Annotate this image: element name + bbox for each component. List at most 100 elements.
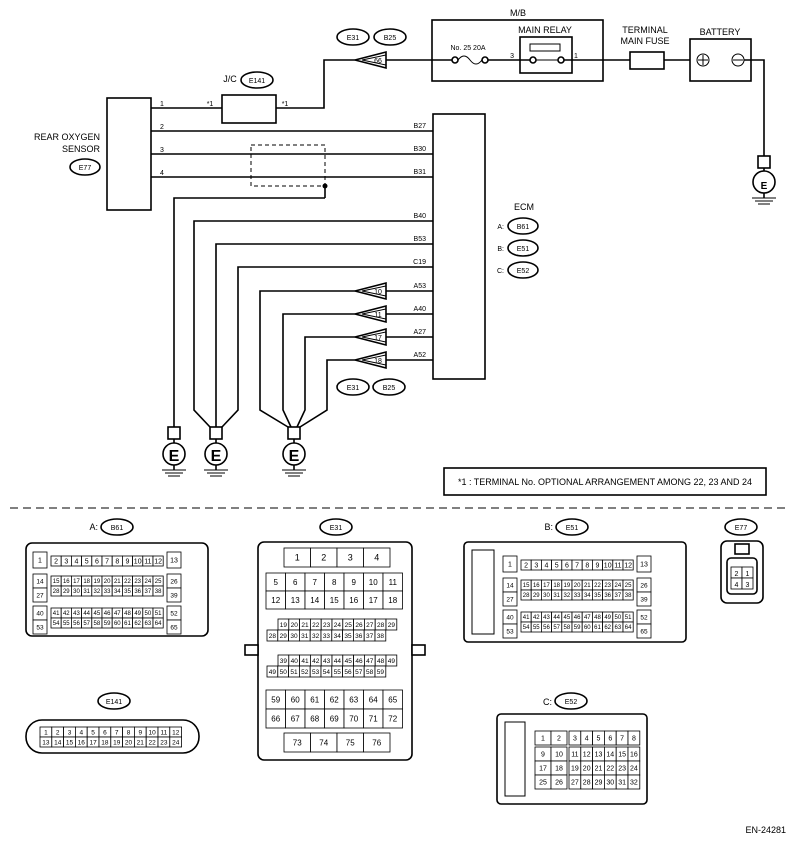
connector-pin-number: 28: [377, 622, 385, 629]
connector-pin-number: 7: [115, 729, 119, 736]
connector-pin-number: 63: [349, 695, 358, 704]
connector-pin-number: 25: [155, 579, 162, 585]
connector-pin-number: 43: [323, 658, 331, 665]
connector-pin-number: 26: [640, 582, 648, 589]
connector-pin: [382, 590, 403, 610]
ground-icon-ecm-1: E: [204, 426, 228, 477]
connector-pin-number: 6: [565, 562, 569, 569]
connector-pin-number: 56: [73, 621, 80, 627]
svg-text:B53: B53: [414, 236, 427, 243]
connector-pin-number: 1: [44, 729, 48, 736]
svg-text:E31: E31: [330, 525, 343, 532]
connector-pin-number: 49: [604, 615, 611, 621]
connector-pin-number: 63: [145, 621, 152, 627]
svg-text:E: E: [289, 448, 300, 465]
svg-text:E52: E52: [565, 699, 578, 706]
connector-pin: [636, 555, 652, 573]
conn-tag-c-e52: [554, 692, 588, 710]
jc-label: J/C: [223, 74, 237, 84]
connector-pin-number: 16: [63, 579, 70, 585]
connector-pin-number: 15: [66, 739, 74, 746]
connector-pin-number: 32: [312, 633, 320, 640]
rear-oxygen-sensor: [106, 97, 152, 211]
connector-pin-number: 53: [312, 669, 320, 676]
connector-pin-number: 21: [595, 765, 603, 772]
connector-pin-number: 20: [104, 579, 111, 585]
connector-pin-number: 47: [366, 658, 374, 665]
connector-pin-number: 65: [640, 628, 648, 635]
connector-pin-number: 7: [313, 578, 318, 587]
svg-text:B25: B25: [383, 385, 396, 392]
connector-pin-number: 27: [36, 592, 44, 599]
fuse-symbol: [457, 55, 483, 65]
connector-pin-number: 43: [543, 615, 550, 621]
connector-pin-number: 23: [618, 765, 626, 772]
connector-pin-number: 58: [94, 621, 101, 627]
connector-pin-number: 61: [124, 621, 131, 627]
svg-text:C:: C:: [543, 697, 552, 707]
connector-pin-number: 9: [126, 558, 130, 565]
connector-pin: [166, 619, 182, 635]
main-relay-box: [519, 36, 573, 74]
connector-pin-number: 41: [523, 615, 530, 621]
connector-pin-number: 18: [553, 583, 560, 589]
connector-pin-number: 35: [124, 589, 131, 595]
connector-pin-number: 14: [506, 582, 514, 589]
connector-pin-number: 49: [388, 658, 396, 665]
connector-pin-number: 57: [355, 669, 363, 676]
connector-pin-number: 63: [615, 625, 622, 631]
conn-tag-ecm-b: [507, 239, 539, 257]
connector-pin-number: 67: [291, 714, 300, 723]
shield-junction: [322, 183, 328, 189]
svg-text:2: 2: [735, 571, 739, 578]
connector-pin-number: 20: [291, 622, 299, 629]
connector-pin-number: 20: [125, 739, 133, 746]
connector-pin-number: 16: [533, 583, 540, 589]
svg-text:E31: E31: [347, 385, 360, 392]
connector-pin-number: 41: [301, 658, 309, 665]
connector-pin: [169, 736, 183, 748]
connector-pin-number: 65: [170, 624, 178, 631]
connector-pin-number: 25: [539, 779, 547, 786]
connector-pin-number: 22: [594, 583, 601, 589]
connector-pin-number: 47: [584, 615, 591, 621]
figure-id: EN-24281: [745, 825, 786, 835]
connector-pin-number: 11: [614, 562, 621, 569]
connector-pin-number: 10: [604, 562, 612, 569]
connector-pin: [382, 708, 403, 729]
connector-pin-number: 30: [606, 779, 614, 786]
connector-pin-number: 25: [345, 622, 353, 629]
connector-pin-number: 37: [145, 589, 152, 595]
svg-text:B31: B31: [414, 169, 427, 176]
svg-text:E141: E141: [249, 78, 265, 85]
connector-pin-number: 14: [36, 578, 44, 585]
connector-pin-number: 34: [584, 593, 591, 599]
connector-pin-number: 11: [144, 558, 151, 565]
connector-pin-number: 40: [506, 614, 514, 621]
connector-pin-number: 42: [312, 658, 320, 665]
connector-pin-number: 55: [533, 625, 540, 631]
connector-pin-number: 20: [583, 765, 591, 772]
svg-text:*1: *1: [207, 101, 214, 108]
svg-text:E141: E141: [106, 699, 122, 706]
connector-pin: [627, 774, 641, 790]
connector-pin-number: 68: [310, 714, 319, 723]
connector-pin: [32, 551, 48, 569]
connector-pin-number: 54: [523, 625, 530, 631]
connector-e77: 2 1 4 3: [720, 540, 764, 604]
connector-pin-number: 28: [583, 779, 591, 786]
connector-pin-number: 6: [608, 735, 612, 742]
connector-pin-number: 13: [291, 596, 300, 605]
svg-text:E: E: [761, 181, 768, 192]
connector-pin-number: 14: [310, 596, 319, 605]
connector-pin-number: 16: [349, 596, 358, 605]
joint-connector: [221, 94, 277, 124]
connector-pin-number: 29: [280, 633, 288, 640]
connector-pin-number: 4: [75, 558, 79, 565]
svg-text:1: 1: [746, 571, 750, 578]
connector-pin: [152, 555, 164, 567]
connector-pin-number: 31: [83, 589, 90, 595]
conn-tag-b25-bottom: [372, 378, 406, 396]
connector-pin-number: 60: [114, 621, 121, 627]
